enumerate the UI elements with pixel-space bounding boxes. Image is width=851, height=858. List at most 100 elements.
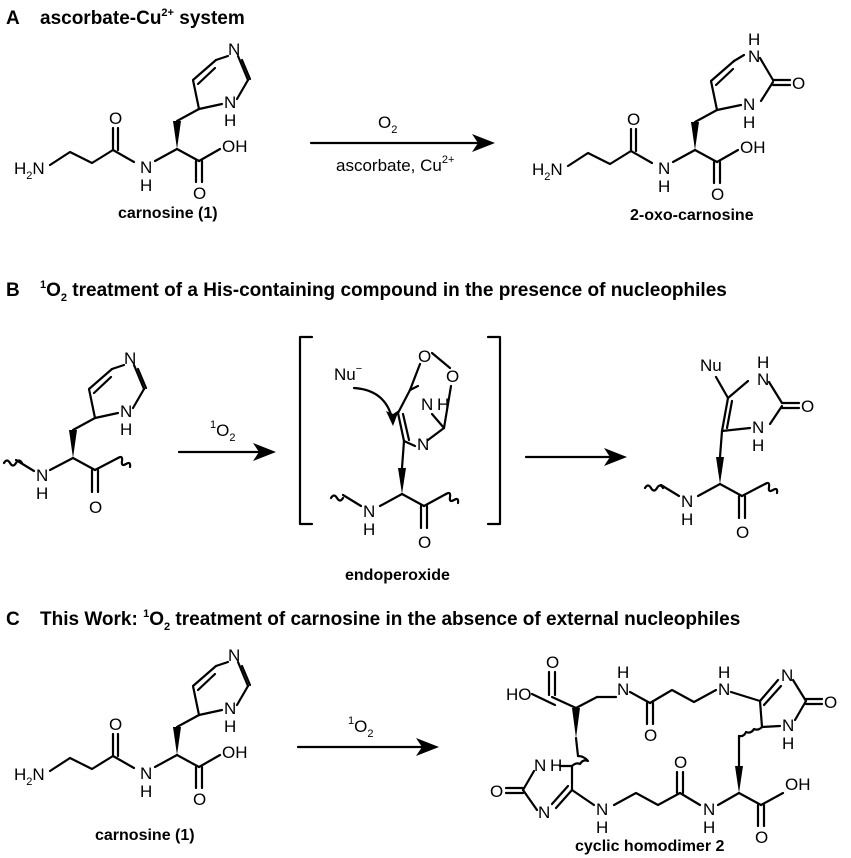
svg-text:N: N xyxy=(124,349,136,368)
panel-b-letter: B xyxy=(6,280,20,301)
svg-text:N: N xyxy=(782,716,794,735)
amide-nh-n: N xyxy=(140,158,152,177)
panel-c-letter: C xyxy=(6,609,20,630)
svg-text:N: N xyxy=(596,800,608,819)
svg-text:O: O xyxy=(193,790,206,809)
svg-text:H: H xyxy=(550,756,562,775)
svg-text:O: O xyxy=(627,110,640,129)
svg-text:N: N xyxy=(224,699,236,718)
amine-label: H2N xyxy=(14,159,45,182)
svg-text:H: H xyxy=(596,818,608,837)
svg-text:OH: OH xyxy=(222,137,248,156)
carnosine-structure-a: H2N O N H OH O N N H xyxy=(14,40,252,222)
svg-text:H: H xyxy=(748,30,760,49)
svg-text:N: N xyxy=(681,492,693,511)
svg-text:OH: OH xyxy=(222,743,248,762)
panel-a-title: ascorbate-Cu2+ system xyxy=(40,7,245,29)
oxo-carnosine-caption: 2-oxo-carnosine xyxy=(630,207,754,224)
svg-text:N: N xyxy=(140,764,152,783)
svg-text:H: H xyxy=(703,818,715,837)
carnosine-caption-c: carnosine (1) xyxy=(95,827,195,844)
homodimer-caption: cyclic homodimer 2 xyxy=(575,838,724,855)
left-bracket xyxy=(298,335,314,526)
svg-text:H: H xyxy=(743,113,755,132)
svg-text:Nu: Nu xyxy=(700,356,722,375)
nucleophile-adduct-product: Nu H N O N H N H O xyxy=(643,353,814,542)
svg-text:H: H xyxy=(718,663,730,682)
svg-text:O: O xyxy=(418,347,431,366)
stereo-wedge xyxy=(173,121,181,149)
svg-text:O: O xyxy=(674,753,687,772)
carnosine-caption-a: carnosine (1) xyxy=(118,205,218,222)
svg-text:N: N xyxy=(617,680,629,699)
svg-text:HO: HO xyxy=(506,685,532,704)
panel-b-title: 1O2 treatment of a His-containing compou… xyxy=(40,279,727,304)
svg-text:O: O xyxy=(418,533,431,552)
svg-text:H: H xyxy=(757,353,769,372)
svg-text:1O2: 1O2 xyxy=(348,715,373,740)
svg-text:OH: OH xyxy=(740,138,766,157)
oxo-carnosine-structure: H2N O N H OH O H N O N xyxy=(532,30,805,224)
svg-text:O: O xyxy=(109,109,122,128)
curved-attack-arrow xyxy=(352,386,394,420)
carnosine-structure-c: H2N O N H OH O N N H carnos xyxy=(14,646,252,844)
panel-a: A ascorbate-Cu2+ system H2N O N H OH O N xyxy=(6,7,805,224)
svg-text:H: H xyxy=(36,484,48,503)
reaction-arrow-a: O2 ascorbate, Cu2+ xyxy=(309,113,495,175)
svg-text:O: O xyxy=(109,715,122,734)
reaction-arrow-b1: 1O2 xyxy=(177,419,276,461)
svg-text:N: N xyxy=(228,40,240,59)
svg-text:N: N xyxy=(658,159,670,178)
svg-text:H: H xyxy=(363,520,375,539)
nucleophile-label: Nu− xyxy=(334,363,362,384)
svg-text:O: O xyxy=(792,74,805,93)
reaction-arrow-b2 xyxy=(524,448,627,466)
svg-text:N: N xyxy=(752,418,764,437)
svg-text:O: O xyxy=(490,782,503,801)
svg-text:H: H xyxy=(224,717,236,736)
reaction-arrow-c: 1O2 xyxy=(296,715,439,756)
arrow-a-reagent-bottom: ascorbate, Cu2+ xyxy=(336,154,454,175)
arrow-a-reagent-top: O2 xyxy=(378,113,397,136)
svg-text:O: O xyxy=(711,185,724,204)
svg-text:N: N xyxy=(781,666,793,685)
svg-text:N: N xyxy=(748,47,760,66)
right-bracket xyxy=(486,335,502,526)
svg-text:O: O xyxy=(644,726,657,745)
svg-text:N: N xyxy=(538,803,550,822)
svg-text:N: N xyxy=(421,395,433,414)
panel-c-title: This Work: 1O2 treatment of carnosine in… xyxy=(40,608,740,633)
svg-text:H: H xyxy=(224,111,236,130)
svg-text:N: N xyxy=(224,93,236,112)
endoperoxide-intermediate: Nu− N H N O O N H xyxy=(298,335,502,584)
svg-text:H: H xyxy=(617,663,629,682)
svg-text:O: O xyxy=(546,653,559,672)
histidine-fragment: N H O N N H xyxy=(2,349,148,517)
svg-text:O: O xyxy=(446,367,459,386)
svg-text:H: H xyxy=(120,420,132,439)
svg-text:O: O xyxy=(801,397,814,416)
svg-text:1O2: 1O2 xyxy=(210,419,235,444)
panel-c: C This Work: 1O2 treatment of carnosine … xyxy=(6,608,837,855)
svg-text:H: H xyxy=(140,782,152,801)
svg-text:H2N: H2N xyxy=(14,765,45,788)
svg-text:N: N xyxy=(534,756,546,775)
svg-text:N: N xyxy=(120,402,132,421)
panel-a-letter: A xyxy=(6,8,20,29)
svg-text:H2N: H2N xyxy=(532,160,563,183)
svg-text:O: O xyxy=(755,828,768,847)
svg-text:N: N xyxy=(363,502,375,521)
svg-text:N: N xyxy=(417,435,429,454)
svg-text:N: N xyxy=(757,370,769,389)
svg-text:O: O xyxy=(824,693,837,712)
cyclic-homodimer-structure: HO O H N O H N N O xyxy=(490,653,837,855)
svg-text:OH: OH xyxy=(785,775,811,794)
svg-text:N: N xyxy=(228,646,240,665)
panel-b: B 1O2 treatment of a His-containing comp… xyxy=(2,279,814,584)
svg-text:H: H xyxy=(681,510,693,529)
svg-text:N: N xyxy=(36,466,48,485)
beta-alanine-chain xyxy=(48,148,136,167)
svg-text:H: H xyxy=(658,177,670,196)
svg-text:H: H xyxy=(782,734,794,753)
